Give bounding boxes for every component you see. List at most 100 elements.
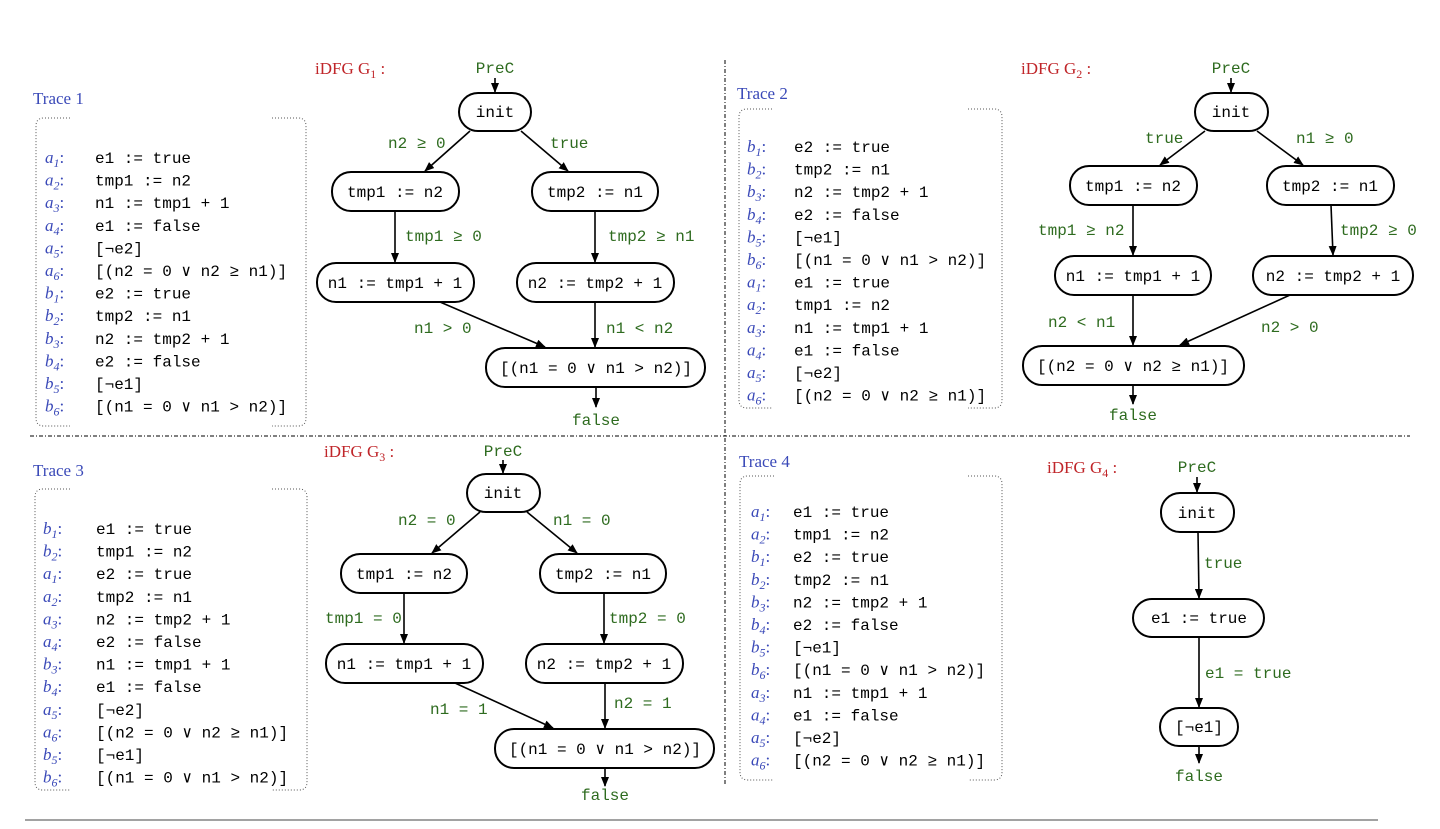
trace-title: Trace 1 (33, 89, 84, 108)
edge-label: tmp1 ≥ 0 (405, 228, 482, 246)
node-precondition: PreC (484, 443, 522, 461)
trace-step-tag: a4: (43, 632, 62, 654)
trace-step-tag: b5: (45, 374, 64, 396)
edge-label: n1 = 0 (553, 512, 611, 530)
node-assume-label: [(n1 = 0 ∨ n1 > n2)] (509, 741, 701, 759)
trace-step-tag: a4: (45, 216, 64, 238)
graph-title-text: iDFG G (315, 59, 370, 78)
trace-step-statement: [(n2 = 0 ∨ n2 ≥ n1)] (96, 724, 288, 742)
trace-step-statement: tmp2 := n1 (96, 589, 192, 607)
edge-label: n2 = 1 (614, 695, 672, 713)
node-init (1194, 92, 1269, 132)
edge-label: true (550, 135, 588, 153)
graph-title: iDFG G1 : (315, 59, 385, 81)
trace-step-statement: n2 := tmp2 + 1 (793, 594, 927, 612)
trace-step-tag: b6: (45, 397, 64, 419)
trace-step-statement: tmp1 := n2 (95, 173, 191, 191)
trace-step-tag: a1: (747, 273, 766, 295)
graph-title-sub: 1 (370, 67, 376, 81)
node-init (466, 473, 541, 513)
trace-bracket (738, 108, 1003, 409)
node-assign-label: tmp1 := n2 (347, 184, 443, 202)
edge-label: n1 = 1 (430, 701, 488, 719)
trace-step-statement: [(n2 = 0 ∨ n2 ≥ n1)] (95, 263, 287, 281)
trace-step-tag: b6: (747, 250, 766, 272)
trace-step-statement: [(n2 = 0 ∨ n2 ≥ n1)] (793, 753, 985, 771)
edge-label: tmp1 = 0 (325, 610, 402, 628)
node-assume-label: [¬e1] (1175, 719, 1223, 737)
edge-label: n2 > 0 (1261, 319, 1319, 337)
trace-step-statement: [¬e1] (96, 747, 144, 765)
node-false: false (1175, 768, 1223, 786)
trace-step-statement: [¬e2] (794, 365, 842, 383)
node-assign-label: tmp1 := n2 (356, 566, 452, 584)
trace-step-statement: e2 := false (794, 207, 900, 225)
trace-step-tag: a4: (751, 705, 770, 727)
trace-step-tag: a1: (43, 564, 62, 586)
node-false: false (572, 412, 620, 430)
trace-step-statement: [¬e1] (95, 376, 143, 394)
trace-step-statement: tmp1 := n2 (793, 527, 889, 545)
trace-step-tag: b3: (45, 329, 64, 351)
trace-step-statement: n1 := tmp1 + 1 (95, 195, 229, 213)
trace-step-tag: b3: (751, 592, 770, 614)
node-assign (539, 553, 667, 594)
svg-text:iDFG G2 :: iDFG G2 : (1021, 59, 1091, 81)
edge-label: n2 = 0 (398, 512, 456, 530)
trace-step-statement: [¬e2] (793, 730, 841, 748)
trace-step-statement: tmp2 := n1 (793, 572, 889, 590)
trace-step-tag: b4: (43, 677, 62, 699)
node-assign (1266, 165, 1395, 206)
node-init (1160, 492, 1235, 533)
trace-step-tag: a3: (751, 683, 770, 705)
graph-title-sub: 2 (1076, 67, 1082, 81)
trace-step-statement: e1 := false (96, 679, 202, 697)
edge-label: e1 = true (1205, 665, 1291, 683)
node-precondition: PreC (1212, 60, 1250, 78)
node-assign-label: n2 := tmp2 + 1 (528, 275, 662, 293)
edge-label: tmp2 = 0 (609, 610, 686, 628)
trace-step-tag: b1: (751, 547, 770, 569)
node-assign-label: e1 := true (1151, 610, 1247, 628)
trace-step-tag: a6: (43, 722, 62, 744)
node-assign (1252, 255, 1414, 296)
trace-step-tag: a2: (43, 587, 62, 609)
trace-step-tag: a2: (751, 525, 770, 547)
edge-label: n2 ≥ 0 (388, 135, 446, 153)
trace-step-statement: [(n1 = 0 ∨ n1 > n2)] (96, 770, 288, 788)
trace-step-tag: a4: (747, 340, 766, 362)
trace-title: Trace 3 (33, 461, 84, 480)
trace-step-statement: e2 := true (793, 549, 889, 567)
trace-step-tag: b2: (751, 570, 770, 592)
trace-step-statement: n1 := tmp1 + 1 (96, 657, 230, 675)
trace-step-statement: tmp2 := n1 (95, 308, 191, 326)
edge-label: n1 ≥ 0 (1296, 130, 1354, 148)
trace-step-statement: [¬e2] (96, 702, 144, 720)
graph-title-text: iDFG G (1047, 458, 1102, 477)
trace-step-tag: a3: (43, 609, 62, 631)
node-assign-label: n2 := tmp2 + 1 (1266, 268, 1400, 286)
trace-step-tag: b2: (45, 306, 64, 328)
trace-step-tag: b2: (747, 160, 766, 182)
trace-step-statement: [¬e1] (794, 229, 842, 247)
node-false: false (1109, 407, 1157, 425)
trace-step-tag: b1: (43, 519, 62, 541)
node-assign (316, 262, 475, 303)
trace-step-statement: n1 := tmp1 + 1 (794, 320, 928, 338)
node-init-label: init (1212, 104, 1250, 122)
trace-step-tag: a6: (45, 261, 64, 283)
trace-step-statement: n2 := tmp2 + 1 (95, 331, 229, 349)
trace-step-tag: b1: (45, 284, 64, 306)
trace-step-tag: a5: (45, 238, 64, 260)
edge-label: tmp1 ≥ n2 (1038, 222, 1124, 240)
trace-step-tag: a1: (751, 502, 770, 524)
edge-label: n2 < n1 (1048, 314, 1115, 332)
node-assign-label: n1 := tmp1 + 1 (1066, 268, 1200, 286)
trace-step-statement: e1 := true (793, 504, 889, 522)
trace-steps: a1: e1 := true a2: tmp1 := n2 b1: e2 := true b… (751, 502, 985, 773)
trace-step-tag: b6: (43, 768, 62, 790)
